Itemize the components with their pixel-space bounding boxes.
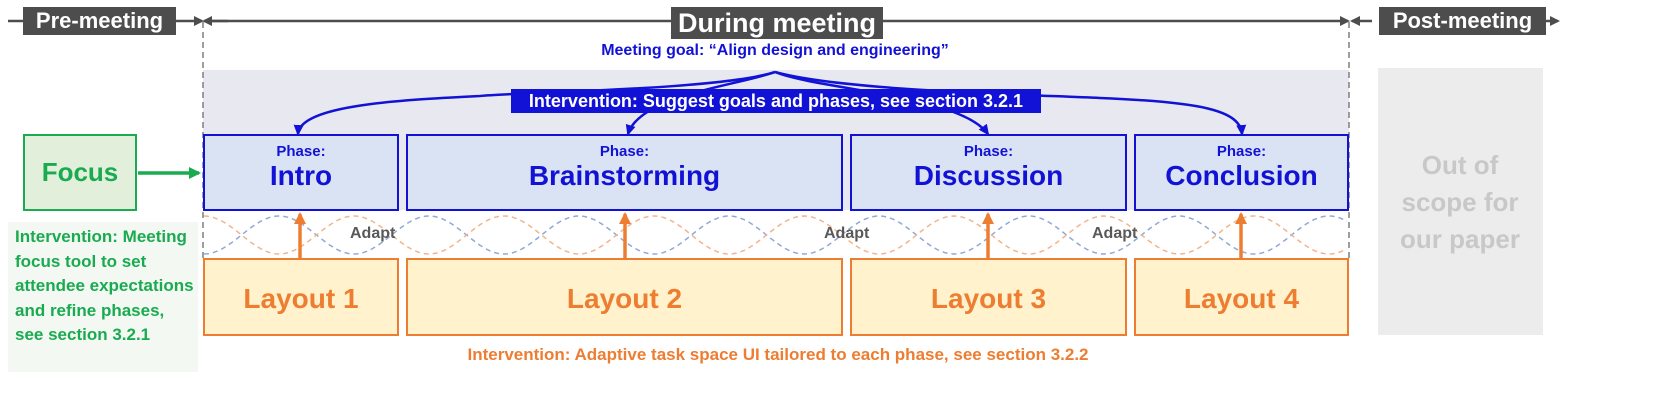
focus-intervention-text: Intervention: Meeting focus tool to set … [15, 227, 194, 344]
focus-intervention-panel [8, 222, 198, 372]
phase-name: Conclusion [1165, 160, 1318, 191]
layout-intervention-text: Intervention: Adaptive task space UI tai… [467, 345, 1089, 364]
adapt-label: Adapt [1092, 225, 1138, 242]
out-of-scope-text: Out of scope for our paper [1400, 150, 1520, 254]
intervention-goals-label: Intervention: Suggest goals and phases, … [511, 89, 1041, 113]
layout-box-1: Layout 1 [203, 258, 399, 336]
phase-name: Discussion [913, 160, 1064, 191]
adapt-label: Adapt [350, 225, 396, 242]
layout-arrows [294, 212, 1247, 258]
phase-box-conclusion: Phase: Conclusion [1134, 134, 1349, 211]
adapt-label: Adapt [824, 225, 870, 242]
phase-box-brainstorming: Phase: Brainstorming [406, 134, 843, 211]
layout-box-2: Layout 2 [406, 258, 843, 336]
meeting-goal: Meeting goal: “Align design and engineer… [601, 42, 949, 59]
phase-prefix: Phase: [1216, 143, 1267, 160]
phase-prefix: Phase: [963, 143, 1014, 160]
adapt-waves [203, 215, 1348, 255]
layout-box-3: Layout 3 [850, 258, 1127, 336]
out-of-scope-panel [1378, 68, 1543, 335]
phase-box-intro: Phase: Intro [203, 134, 399, 211]
stage-label-post: Post-meeting [1379, 7, 1546, 35]
phase-name: Brainstorming [528, 160, 721, 191]
phase-name: Intro [269, 160, 333, 191]
layout-box-4: Layout 4 [1134, 258, 1349, 336]
focus-box: Focus [23, 134, 137, 211]
phase-prefix: Phase: [599, 143, 650, 160]
stage-label-pre: Pre-meeting [23, 7, 176, 35]
phase-prefix: Phase: [276, 143, 326, 160]
stage-label-during: During meeting [671, 7, 883, 39]
phase-box-discussion: Phase: Discussion [850, 134, 1127, 211]
